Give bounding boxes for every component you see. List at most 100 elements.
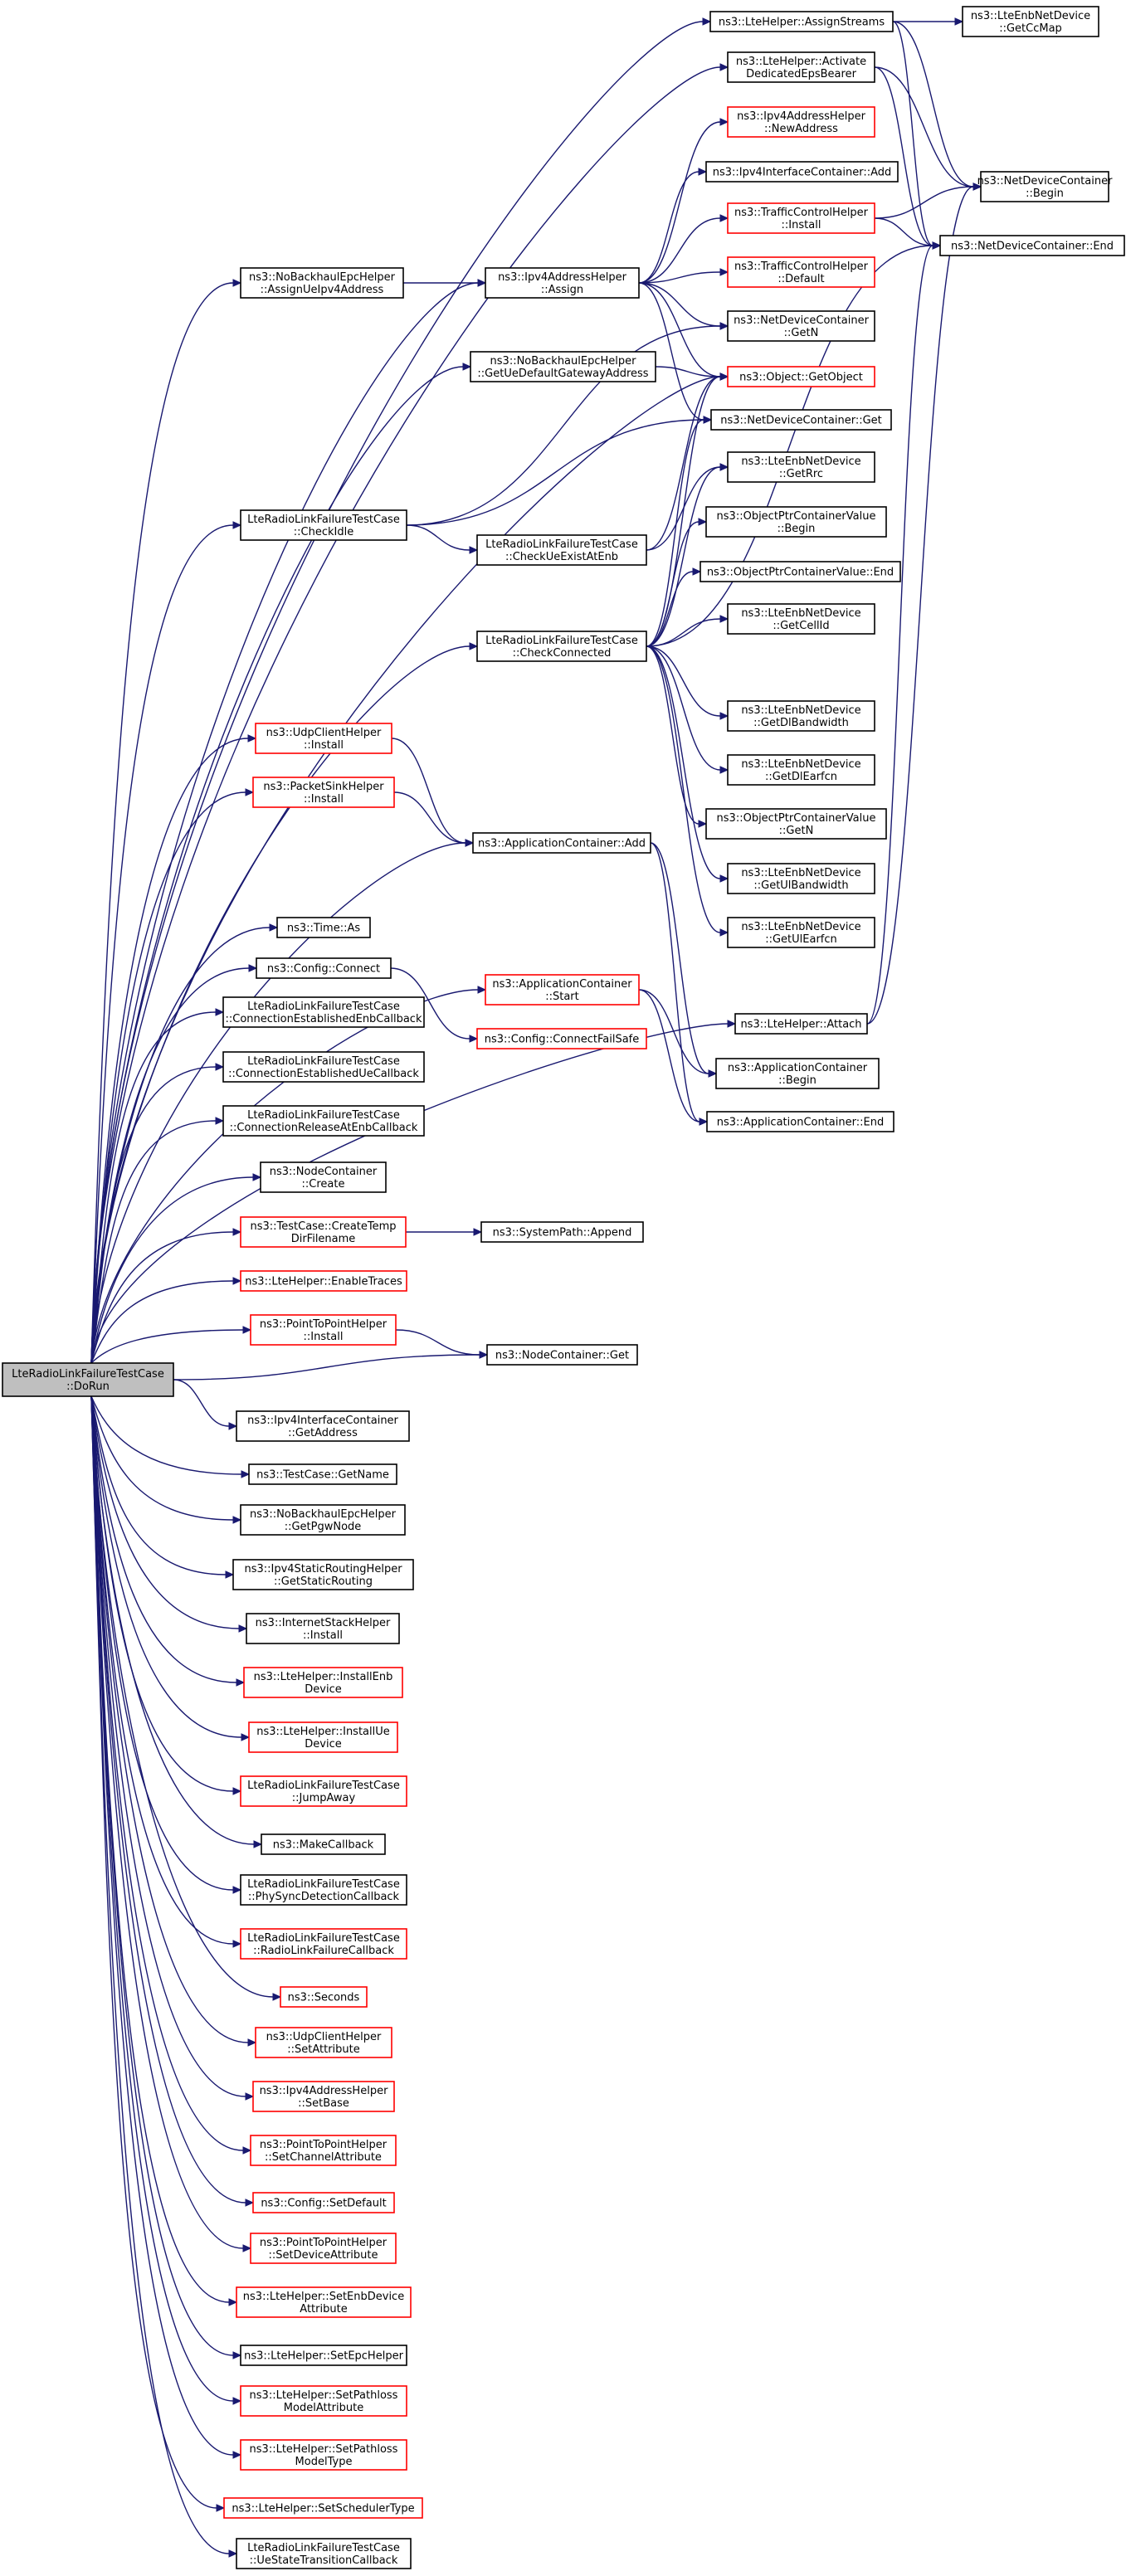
node-get-dl-earfcn[interactable]: ns3::LteEnbNetDevice::GetDlEarfcn (727, 754, 875, 786)
node-conn-rel[interactable]: LteRadioLinkFailureTestCase::ConnectionR… (222, 1105, 425, 1137)
node-get-pgw[interactable]: ns3::NoBackhaulEpcHelper::GetPgwNode (240, 1504, 406, 1536)
node-box (715, 1058, 880, 1089)
node-set-epc[interactable]: ns3::LteHelper::SetEpcHelper (240, 2345, 407, 2366)
node-udp-set-attr[interactable]: ns3::UdpClientHelper::SetAttribute (255, 2027, 392, 2058)
node-get-rrc[interactable]: ns3::LteEnbNetDevice::GetRrc (727, 451, 875, 483)
edge-createTemp-to-sysAppend (405, 1228, 483, 1236)
node-tc-get-name[interactable]: ns3::TestCase::GetName (248, 1463, 397, 1485)
node-ifc-add[interactable]: ns3::Ipv4InterfaceContainer::Add (705, 161, 899, 183)
node-cfg-conn-fail-safe[interactable]: ns3::Config::ConnectFailSafe (476, 1028, 647, 1049)
node-p2p-set-chan[interactable]: ns3::PointToPointHelper::SetChannelAttri… (250, 2135, 397, 2166)
node-check-connected[interactable]: LteRadioLinkFailureTestCase::CheckConnec… (476, 631, 647, 662)
node-rlf[interactable]: LteRadioLinkFailureTestCase::RadioLinkFa… (240, 1928, 407, 1960)
node-check-idle[interactable]: LteRadioLinkFailureTestCase::CheckIdle (240, 509, 407, 541)
node-cfg-connect[interactable]: ns3::Config::Connect (256, 957, 392, 979)
node-get-ue-gw[interactable]: ns3::NoBackhaulEpcHelper::GetUeDefaultGa… (470, 351, 656, 382)
node-assign-ue[interactable]: ns3::NoBackhaulEpcHelper::AssignUeIpv4Ad… (240, 267, 404, 299)
node-ndc-end[interactable]: ns3::NetDeviceContainer::End (939, 235, 1125, 256)
node-label: ns3::Ipv4AddressHelper (498, 271, 627, 284)
node-assign-streams[interactable]: ns3::LteHelper::AssignStreams (709, 11, 894, 32)
node-sys-append[interactable]: ns3::SystemPath::Append (480, 1221, 644, 1243)
node-do-run[interactable]: LteRadioLinkFailureTestCase::DoRun (2, 1362, 174, 1397)
node-app-begin[interactable]: ns3::ApplicationContainer::Begin (715, 1058, 880, 1089)
node-get-cc-map[interactable]: ns3::LteEnbNetDevice::GetCcMap (962, 6, 1099, 37)
node-lte-attach[interactable]: ns3::LteHelper::Attach (734, 1013, 868, 1035)
node-get-dl-bw[interactable]: ns3::LteEnbNetDevice::GetDlBandwidth (727, 700, 875, 732)
node-label: ::NewAddress (764, 123, 838, 135)
node-label: LteRadioLinkFailureTestCase (485, 538, 638, 551)
node-get-ul-earfcn[interactable]: ns3::LteEnbNetDevice::GetUlEarfcn (727, 917, 875, 948)
node-get-static-routing[interactable]: ns3::Ipv4StaticRoutingHelper::GetStaticR… (232, 1559, 414, 1590)
node-label: ns3::PointToPointHelper (260, 2237, 388, 2249)
node-p2p-install[interactable]: ns3::PointToPointHelper::Install (250, 1314, 397, 1346)
node-nc-get[interactable]: ns3::NodeContainer::Get (486, 1344, 638, 1366)
node-app-end[interactable]: ns3::ApplicationContainer::End (706, 1111, 894, 1132)
node-udp-install[interactable]: ns3::UdpClientHelper::Install (255, 723, 392, 754)
node-ifc-get-addr[interactable]: ns3::Ipv4InterfaceContainer::GetAddress (236, 1410, 410, 1442)
node-label: DirFilename (291, 1233, 356, 1245)
node-optr-get-n[interactable]: ns3::ObjectPtrContainerValue::GetN (705, 808, 887, 840)
node-set-sched[interactable]: ns3::LteHelper::SetSchedulerType (223, 2497, 423, 2519)
node-label: ns3::LteEnbNetDevice (741, 867, 860, 879)
node-jump-away[interactable]: LteRadioLinkFailureTestCase::JumpAway (240, 1775, 407, 1807)
edge-checkConnected-to-getDlEarfcn (646, 645, 729, 774)
node-conn-est-enb[interactable]: LteRadioLinkFailureTestCase::ConnectionE… (222, 996, 425, 1028)
node-sink-install[interactable]: ns3::PacketSinkHelper::Install (252, 777, 395, 808)
edge-arrowhead (708, 1069, 718, 1078)
edge-line (874, 186, 974, 219)
edge-line (90, 1395, 242, 1475)
node-tc-install[interactable]: ns3::TrafficControlHelper::Install (727, 202, 875, 234)
node-box (240, 267, 404, 299)
node-label: ::SetDeviceAttribute (269, 2249, 378, 2262)
edge-line (90, 66, 721, 1364)
node-app-start[interactable]: ns3::ApplicationContainer::Start (485, 974, 640, 1006)
node-conn-est-ue[interactable]: LteRadioLinkFailureTestCase::ConnectionE… (222, 1051, 425, 1083)
node-box (240, 1216, 407, 1248)
node-seconds[interactable]: ns3::Seconds (280, 1986, 368, 2008)
node-time-as[interactable]: ns3::Time::As (276, 917, 371, 938)
node-optr-end[interactable]: ns3::ObjectPtrContainerValue::End (699, 561, 901, 582)
node-get-cell-id[interactable]: ns3::LteEnbNetDevice::GetCellId (727, 603, 875, 635)
node-new-address[interactable]: ns3::Ipv4AddressHelper::NewAddress (727, 106, 875, 138)
node-optr-begin[interactable]: ns3::ObjectPtrContainerValue::Begin (705, 506, 887, 538)
node-ndc-get-n[interactable]: ns3::NetDeviceContainer::GetN (727, 310, 875, 342)
node-set-pathloss-attr[interactable]: ns3::LteHelper::SetPathlossModelAttribut… (240, 2385, 407, 2417)
edge-line (90, 1395, 230, 2303)
edge-arrowhead (692, 567, 702, 576)
edge-arrowhead (232, 2351, 242, 2359)
node-label: ::CheckIdle (294, 526, 353, 538)
node-inet-install[interactable]: ns3::InternetStackHelper::Install (246, 1613, 400, 1644)
node-get-object[interactable]: ns3::Object::GetObject (727, 366, 875, 387)
node-enable-traces[interactable]: ns3::LteHelper::EnableTraces (240, 1270, 407, 1292)
node-ipv4-assign[interactable]: ns3::Ipv4AddressHelper::Assign (485, 267, 640, 299)
node-label: LteRadioLinkFailureTestCase (247, 2542, 400, 2554)
node-ndc-get[interactable]: ns3::NetDeviceContainer::Get (710, 409, 892, 431)
edge-doRun-to-checkIdle (90, 521, 242, 1364)
edge-line (646, 645, 721, 879)
node-ndc-begin[interactable]: ns3::NetDeviceContainer::Begin (977, 171, 1114, 202)
node-check-ue-exist[interactable]: LteRadioLinkFailureTestCase::CheckUeExis… (476, 534, 647, 566)
edge-line (90, 738, 249, 1364)
node-label: ::Create (302, 1178, 345, 1191)
node-get-ul-bw[interactable]: ns3::LteEnbNetDevice::GetUlBandwidth (727, 863, 875, 894)
node-app-add[interactable]: ns3::ApplicationContainer::Add (472, 832, 651, 854)
node-cfg-set-default[interactable]: ns3::Config::SetDefault (252, 2192, 395, 2213)
node-ue-state[interactable]: LteRadioLinkFailureTestCase::UeStateTran… (236, 2538, 412, 2569)
node-label: LteRadioLinkFailureTestCase (247, 1932, 400, 1945)
edge-line (90, 1120, 217, 1364)
node-tc-default[interactable]: ns3::TrafficControlHelper::Default (727, 256, 875, 288)
node-make-callback[interactable]: ns3::MakeCallback (261, 1833, 386, 1855)
node-physync[interactable]: LteRadioLinkFailureTestCase::PhySyncDete… (240, 1874, 407, 1906)
node-activate-bearer[interactable]: ns3::LteHelper::ActivateDedicatedEpsBear… (727, 51, 875, 83)
node-set-base[interactable]: ns3::Ipv4AddressHelper::SetBase (252, 2081, 395, 2112)
node-label: LteRadioLinkFailureTestCase (485, 635, 638, 647)
node-p2p-set-dev[interactable]: ns3::PointToPointHelper::SetDeviceAttrib… (250, 2233, 397, 2264)
node-box (236, 1410, 410, 1442)
edge-arrowhead (479, 1351, 489, 1359)
node-nc-create[interactable]: ns3::NodeContainer::Create (260, 1161, 387, 1193)
